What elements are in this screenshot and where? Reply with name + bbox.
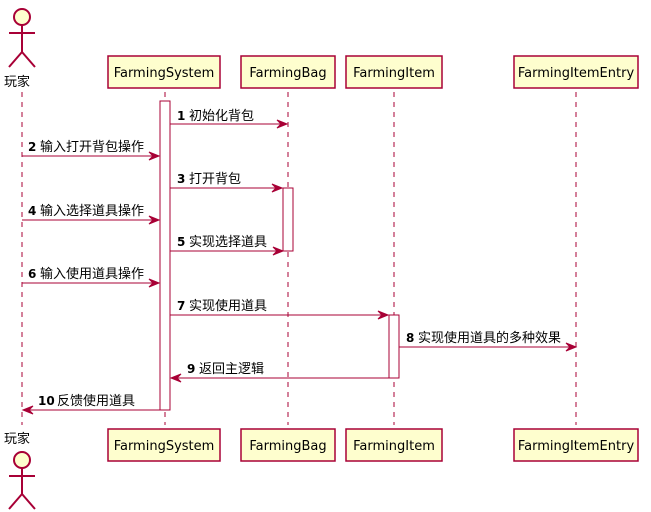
activation-bar-system [159, 100, 171, 411]
message-number: 3 [177, 172, 185, 186]
message-label: 实现使用道具的多种效果 [418, 330, 561, 346]
arrowhead [565, 342, 578, 352]
message-number: 6 [28, 267, 36, 281]
participant-box [107, 55, 221, 89]
actor-player-bottom: 玩家 [4, 431, 36, 510]
participant-box [513, 428, 639, 462]
actor-label: 玩家 [4, 74, 30, 90]
message-3: 3 打开背包 [170, 172, 284, 193]
participant-bag-top: FarmingBag [240, 55, 336, 89]
participant-system-top: FarmingSystem [107, 55, 221, 89]
message-number: 10 [38, 394, 55, 408]
participant-label: FarmingItemEntry [518, 439, 635, 454]
message-label: 输入选择道具操作 [40, 203, 144, 219]
message-number: 7 [177, 299, 185, 313]
activation-bar-bag [282, 187, 294, 252]
message-1: 1 初始化背包 [170, 109, 289, 129]
message-number: 9 [187, 362, 195, 376]
message-number: 4 [28, 204, 36, 218]
message-number: 8 [406, 331, 414, 345]
participant-label: FarmingSystem [114, 66, 215, 81]
message-label: 实现选择道具 [189, 235, 267, 250]
message-6: 6 输入使用道具操作 [22, 266, 161, 288]
message-number: 2 [28, 140, 36, 154]
participant-box [107, 428, 221, 462]
message-label: 返回主逻辑 [199, 362, 264, 377]
activation-bar-item [388, 314, 400, 379]
actor-player-top: 玩家 [4, 8, 36, 90]
arrowhead [272, 246, 285, 256]
message-2: 2 输入打开背包操作 [22, 139, 161, 161]
message-number: 1 [177, 109, 185, 123]
participant-label: FarmingItem [353, 439, 435, 454]
participant-box [345, 428, 443, 462]
arrowhead [148, 278, 161, 288]
participant-bag-bottom: FarmingBag [240, 428, 336, 462]
participant-box [345, 55, 443, 89]
participant-label: FarmingItemEntry [518, 66, 635, 81]
message-10: 10 反馈使用道具 [21, 393, 160, 415]
actor-body [8, 468, 36, 510]
message-label: 初始化背包 [189, 109, 254, 124]
participant-box [240, 55, 336, 89]
participant-item-top: FarmingItem [345, 55, 443, 89]
message-5: 5 实现选择道具 [170, 235, 285, 256]
message-label: 输入打开背包操作 [40, 139, 144, 155]
participant-label: FarmingBag [249, 439, 326, 454]
arrowhead [148, 215, 161, 225]
participant-system-bottom: FarmingSystem [107, 428, 221, 462]
participant-item-bottom: FarmingItem [345, 428, 443, 462]
actor-body [8, 25, 36, 68]
participant-entry-top: FarmingItemEntry [513, 55, 639, 89]
arrowhead [276, 119, 289, 129]
actor-head [13, 451, 31, 469]
message-9: 9 返回主逻辑 [169, 362, 389, 383]
arrowhead [271, 183, 284, 193]
message-4: 4 输入选择道具操作 [22, 203, 161, 225]
arrowhead [148, 151, 161, 161]
arrowhead [21, 405, 34, 415]
message-7: 7 实现使用道具 [170, 298, 390, 320]
message-label: 反馈使用道具 [57, 393, 135, 409]
arrowhead [169, 373, 182, 383]
participant-box [240, 428, 336, 462]
message-number: 5 [177, 235, 185, 249]
participant-label: FarmingBag [249, 66, 326, 81]
message-8: 8 实现使用道具的多种效果 [399, 330, 578, 352]
participant-box [513, 55, 639, 89]
message-label: 实现使用道具 [189, 298, 267, 314]
message-label: 打开背包 [189, 172, 241, 187]
participant-entry-bottom: FarmingItemEntry [513, 428, 639, 462]
participant-label: FarmingItem [353, 66, 435, 81]
actor-label: 玩家 [4, 431, 30, 447]
message-label: 输入使用道具操作 [40, 266, 144, 282]
actor-head [13, 8, 31, 26]
participant-label: FarmingSystem [114, 439, 215, 454]
arrowhead [377, 310, 390, 320]
